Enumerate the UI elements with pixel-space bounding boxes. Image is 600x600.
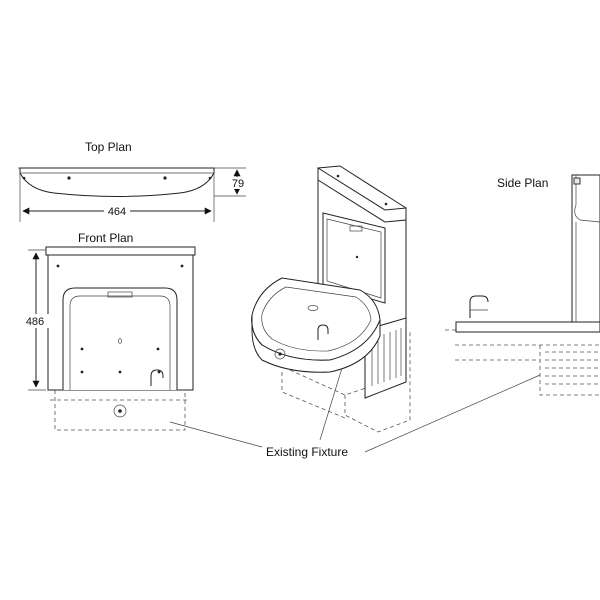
side-existing-fixture	[445, 329, 600, 396]
top-depth-dimension: 79	[232, 178, 244, 190]
existing-fixture-leaders: Existing Fixture	[169, 367, 541, 459]
top-plan-view: Top Plan 464 79	[18, 140, 247, 222]
side-basin	[455, 321, 600, 333]
top-width-dimension: 464	[108, 206, 126, 218]
top-plan-label: Top Plan	[85, 140, 132, 154]
front-plan-label: Front Plan	[78, 231, 133, 245]
isometric-view	[251, 165, 411, 433]
side-plan-view: Side Plan	[445, 174, 600, 396]
iso-spout	[317, 324, 329, 340]
side-bubbler	[469, 295, 489, 318]
iso-filler-recess	[322, 212, 386, 304]
front-basin-outer	[62, 287, 178, 390]
side-plan-label: Side Plan	[497, 176, 548, 190]
existing-fixture-label: Existing Fixture	[266, 445, 348, 459]
top-plan-outline	[19, 167, 215, 197]
front-plan-view: Front Plan 486	[22, 231, 196, 431]
front-height-dimension: 486	[26, 316, 44, 328]
side-column	[571, 174, 600, 326]
front-filler-spout	[150, 369, 164, 386]
